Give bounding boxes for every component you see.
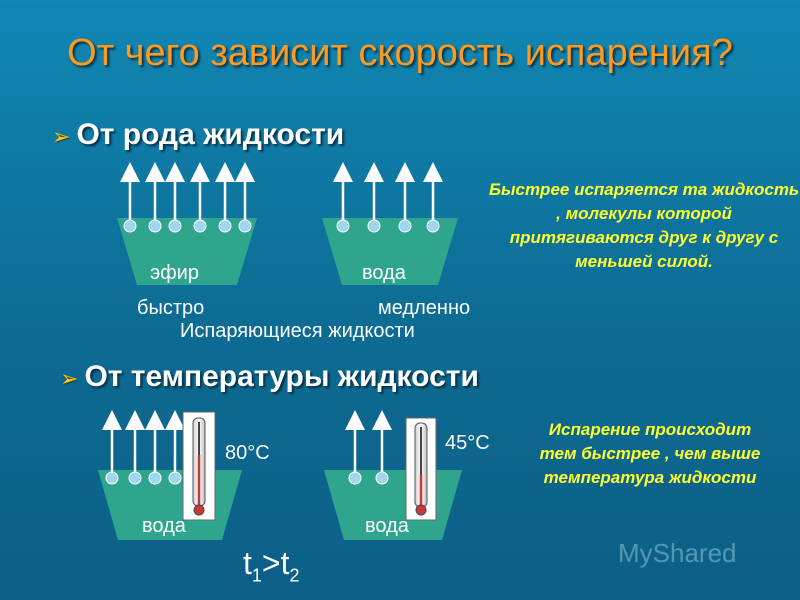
thermometer-icon — [182, 411, 216, 521]
note-liquid-type: Быстрее испаряется та жидкость , молекул… — [488, 180, 800, 271]
formula-t1: t — [243, 545, 252, 581]
water1-molecules — [336, 219, 440, 233]
warm-water-arrows — [345, 410, 392, 478]
molecule-icon — [148, 471, 162, 485]
molecule-icon — [218, 219, 232, 233]
molecule-icon — [193, 219, 207, 233]
molecule-icon — [168, 219, 182, 233]
hot-water-molecules — [105, 471, 182, 485]
molecule-icon — [168, 471, 182, 485]
hot-water-arrows — [102, 410, 185, 478]
warm-water-molecules — [348, 471, 389, 485]
caption-evaporating-liquids: Испаряющиеся жидкости — [180, 320, 415, 342]
molecule-icon — [238, 219, 252, 233]
thermometer-icon — [405, 417, 437, 521]
label-slow: медленно — [378, 297, 471, 319]
formula-t2: t — [280, 545, 290, 581]
temperature-formula: t1>t2 — [243, 545, 300, 586]
label-temp-warm: 45°C — [445, 432, 490, 454]
section2-heading: ➢От температуры жидкости — [60, 360, 479, 394]
formula-sub-2: 2 — [289, 565, 300, 586]
section1-heading-text: От рода жидкости — [76, 118, 345, 151]
page-title: От чего зависит скорость испарения? — [67, 32, 733, 74]
molecule-icon — [398, 219, 412, 233]
molecule-icon — [128, 471, 142, 485]
molecule-icon — [105, 471, 119, 485]
bullet-arrow-icon: ➢ — [60, 366, 79, 391]
watermark: MyShared — [618, 538, 737, 568]
molecule-icon — [148, 219, 162, 233]
note-temperature: Испарение происходит тем быстрее , чем в… — [539, 420, 761, 487]
vessel-ether — [117, 218, 257, 285]
molecule-icon — [367, 219, 381, 233]
label-ether: эфир — [150, 262, 199, 284]
label-fast: быстро — [137, 297, 205, 319]
label-water-1: вода — [362, 262, 406, 284]
molecule-icon — [375, 471, 389, 485]
bullet-arrow-icon: ➢ — [52, 124, 71, 149]
ether-arrows — [120, 162, 255, 225]
section2-heading-text: От температуры жидкости — [84, 360, 479, 393]
formula-op: > — [261, 545, 281, 581]
water1-arrows — [333, 162, 443, 225]
vessel-water-1 — [322, 218, 458, 285]
label-water-warm: вода — [365, 515, 409, 537]
molecule-icon — [123, 219, 137, 233]
ether-molecules — [123, 219, 252, 233]
molecule-icon — [348, 471, 362, 485]
label-water-hot: вода — [142, 515, 186, 537]
label-temp-hot: 80°C — [225, 442, 270, 464]
molecule-icon — [426, 219, 440, 233]
molecule-icon — [336, 219, 350, 233]
formula-sub-1: 1 — [251, 565, 262, 586]
section1-heading: ➢От рода жидкости — [52, 118, 344, 152]
